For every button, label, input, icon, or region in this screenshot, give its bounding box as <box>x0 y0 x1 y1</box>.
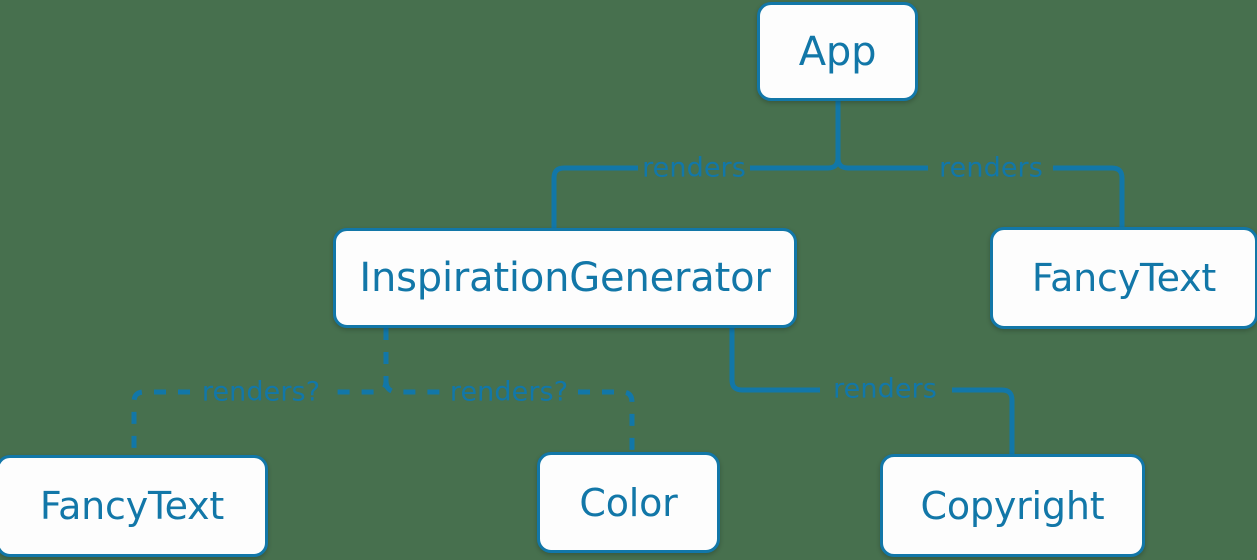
node-color[interactable]: Color <box>537 452 720 553</box>
node-color-label: Color <box>579 480 678 525</box>
edge-label-inspiration-copyright: renders <box>833 373 937 405</box>
node-fancy-text-bottom[interactable]: FancyText <box>0 455 268 557</box>
edge-app-fancytext <box>835 157 1125 227</box>
node-fancy-text-right[interactable]: FancyText <box>990 227 1257 329</box>
edge-label-app-inspiration: renders <box>642 152 746 184</box>
edge-inspiration-color <box>383 380 635 452</box>
node-app-label: App <box>798 28 877 75</box>
node-inspiration-generator[interactable]: InspirationGenerator <box>333 228 797 328</box>
node-app[interactable]: App <box>757 2 918 101</box>
edge-label-inspiration-fancytext: renders? <box>201 376 321 408</box>
node-fancy-text-right-label: FancyText <box>1031 256 1217 300</box>
node-copyright[interactable]: Copyright <box>880 454 1145 557</box>
edge-label-inspiration-color: renders? <box>449 376 569 408</box>
node-fancy-text-bottom-label: FancyText <box>39 484 225 528</box>
edge-label-app-fancytext: renders <box>939 152 1043 184</box>
node-inspiration-generator-label: InspirationGenerator <box>359 255 771 301</box>
edge-inspiration-copyright <box>729 328 1015 454</box>
node-copyright-label: Copyright <box>920 483 1105 528</box>
